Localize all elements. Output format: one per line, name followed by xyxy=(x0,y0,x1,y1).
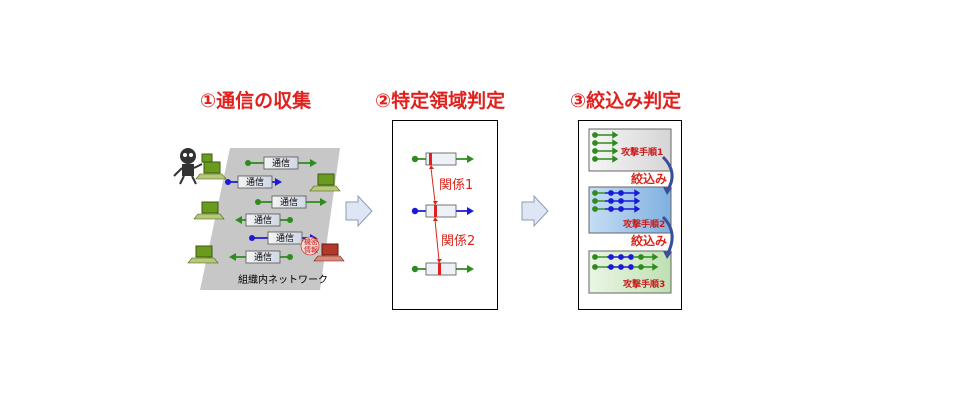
step2-title: ②特定領域判定 xyxy=(375,90,506,112)
comm-row-4: 通信 xyxy=(235,213,293,227)
step1-title: ①通信の収集 xyxy=(200,90,312,112)
network-label: 組織内ネットワーク xyxy=(238,273,328,286)
packet-bottom xyxy=(411,262,474,276)
attack-step1-box: 攻撃手順1 xyxy=(588,128,672,172)
laptop-icon xyxy=(193,201,225,220)
flow-arrow-icon xyxy=(521,194,549,228)
attack-step2-label: 攻撃手順2 xyxy=(623,218,665,230)
laptop-icon xyxy=(195,161,227,180)
packet-top xyxy=(411,152,474,166)
comm-row-6: 通信 xyxy=(229,250,293,264)
laptop-icon xyxy=(187,245,219,264)
comm-label: 通信 xyxy=(254,251,272,263)
packet-middle xyxy=(411,204,474,218)
comm-label: 通信 xyxy=(280,196,298,208)
flow-arrow-icon xyxy=(345,194,373,228)
narrow-label-1: 絞込み xyxy=(631,171,667,186)
network-collection-diagram: 通信 通信 通信 通信 通信 通信 xyxy=(173,148,345,290)
relation1-arrow xyxy=(430,167,436,203)
narrowing-judgment-panel: 攻撃手順1 攻撃手順2 xyxy=(578,120,682,310)
attack-step3-label: 攻撃手順3 xyxy=(623,278,665,290)
relation2-label: 関係2 xyxy=(441,234,475,249)
secret-laptop-icon: 機密 情報 xyxy=(300,236,345,262)
comm-row-3: 通信 xyxy=(255,195,327,209)
comm-row-1: 通信 xyxy=(245,156,317,170)
attack-step2-box: 攻撃手順2 xyxy=(588,186,672,234)
relation1-label: 関係1 xyxy=(439,178,473,193)
attacker-icon xyxy=(173,148,213,185)
secret-info-label-2: 情報 xyxy=(304,245,318,254)
laptop-icon xyxy=(309,173,341,192)
attack-step3-box: 攻撃手順3 xyxy=(588,250,672,294)
region-judgment-panel: 関係1 関係2 xyxy=(392,120,498,310)
attack-step1-label: 攻撃手順1 xyxy=(621,146,663,158)
relation2-arrow xyxy=(434,219,440,261)
narrow-label-2: 絞込み xyxy=(631,233,667,248)
narrow-arrow-2 xyxy=(661,215,674,256)
secret-info-label-1: 機密 xyxy=(304,237,318,246)
comm-label: 通信 xyxy=(254,214,272,226)
step3-title: ③絞込み判定 xyxy=(570,90,682,112)
comm-label: 通信 xyxy=(246,176,264,188)
comm-row-2: 通信 xyxy=(225,175,282,189)
comm-label: 通信 xyxy=(276,232,294,244)
comm-label: 通信 xyxy=(272,157,290,169)
